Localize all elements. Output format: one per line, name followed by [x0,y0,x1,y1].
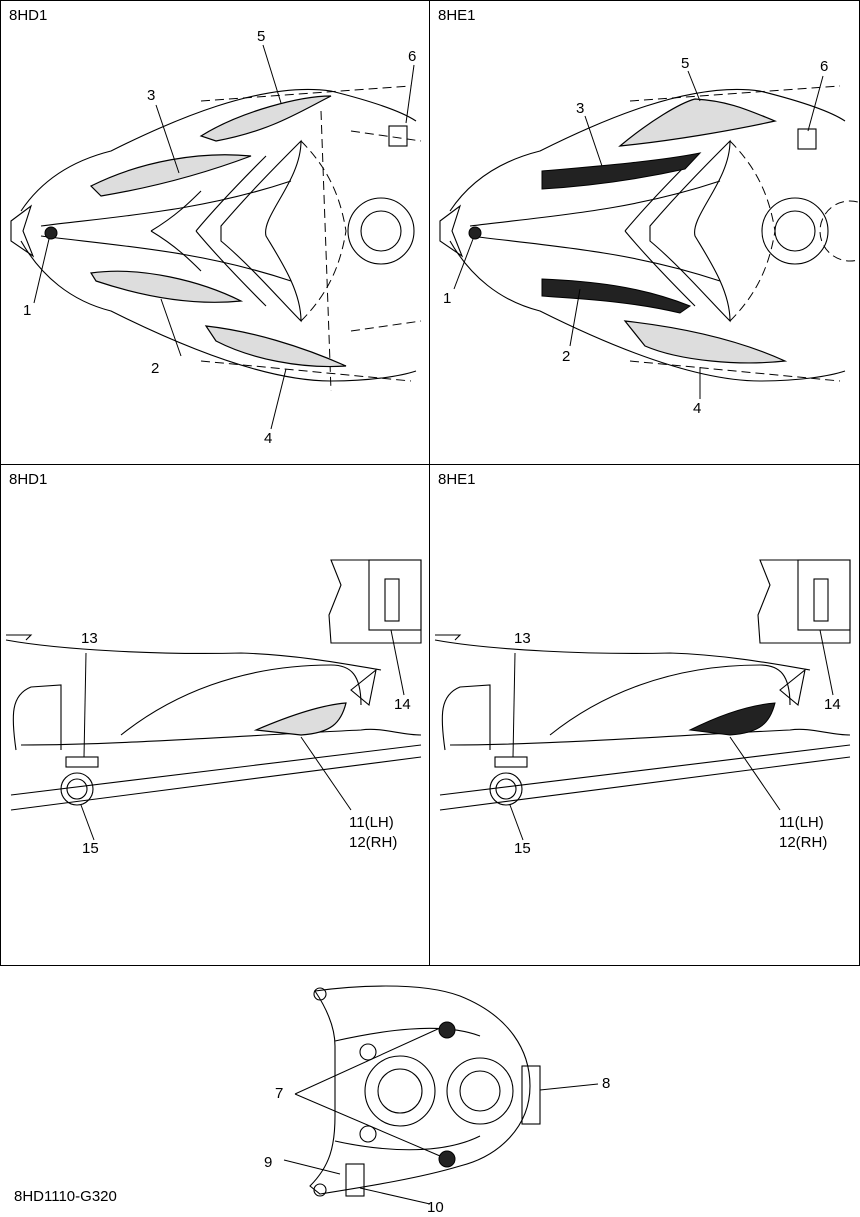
rear-deck-drawing [283,985,599,1205]
callout-8: 8 [602,1075,611,1092]
model-label: 8HE1 [438,7,476,24]
callout-1: 1 [23,302,32,319]
model-label: 8HE1 [438,471,476,488]
panel-top-left-8hd1: 8HD1 1 2 3 4 5 6 [0,0,431,466]
callout-6: 6 [820,58,829,75]
hull-side-view-drawing [434,559,851,841]
panel-mid-left-8hd1: 8HD1 13 14 11(LH) 12(RH) 15 [0,464,431,966]
callout-14: 14 [394,696,411,713]
callout-5: 5 [681,55,690,72]
callout-3: 3 [147,87,156,104]
callout-15: 15 [514,840,531,857]
hull-side-view-drawing [5,559,422,841]
model-label: 8HD1 [9,471,48,488]
deck-top-view-drawing [10,44,422,430]
callout-2: 2 [562,348,571,365]
figure-code-caption: 8HD1110-G320 [14,1188,117,1205]
panel-bottom-rear-view: 7 8 9 10 8HD1110-G320 [0,966,860,1217]
panel-mid-right-8he1: 8HE1 13 14 11(LH) 12(RH) 15 [429,464,860,966]
deck-top-view-drawing [439,70,859,399]
callout-12-rh: 12(RH) [779,834,828,851]
callout-14: 14 [824,696,841,713]
callout-13: 13 [514,630,531,647]
callout-6: 6 [408,48,417,65]
callout-2: 2 [151,360,160,377]
callout-10: 10 [427,1199,444,1216]
callout-9: 9 [264,1154,273,1171]
callout-15: 15 [82,840,99,857]
callout-1: 1 [443,290,452,307]
panel-top-right-8he1: 8HE1 1 2 3 4 5 6 [429,0,860,466]
callout-7: 7 [275,1085,284,1102]
callout-11-lh: 11(LH) [349,814,394,831]
callout-12-rh: 12(RH) [349,834,398,851]
callout-3: 3 [576,100,585,117]
callout-13: 13 [81,630,98,647]
callout-11-lh: 11(LH) [779,814,824,831]
callout-4: 4 [693,400,702,417]
callout-4: 4 [264,430,273,447]
callout-5: 5 [257,28,266,45]
model-label: 8HD1 [9,7,48,24]
